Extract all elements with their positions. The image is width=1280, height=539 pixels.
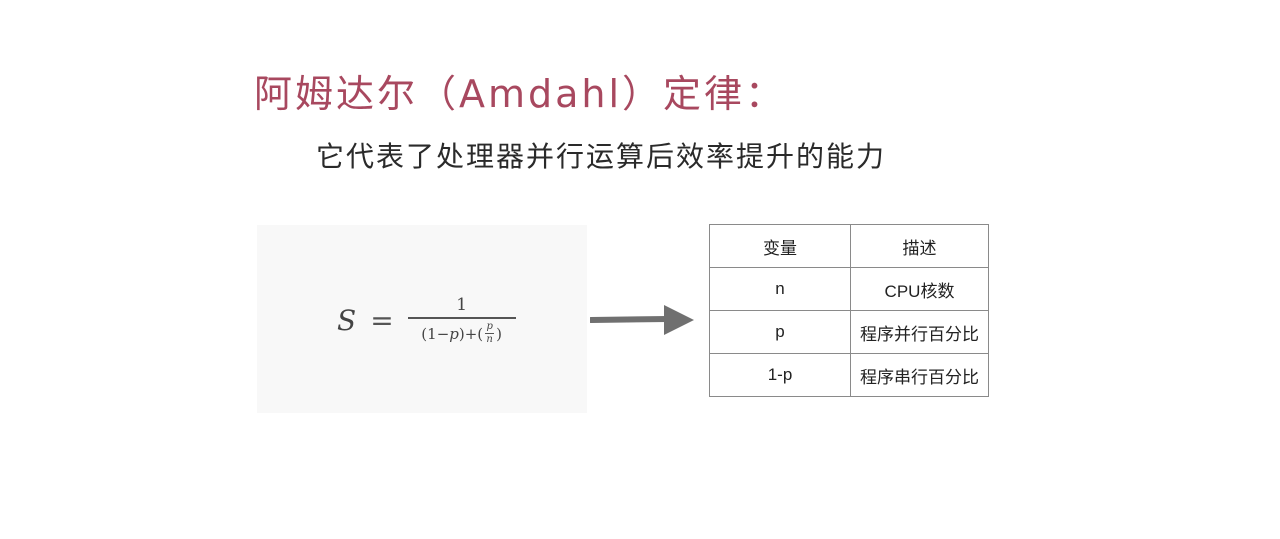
cell-variable: 1-p <box>709 353 851 397</box>
inner-numerator: p <box>486 321 493 332</box>
table-header-row: 变量 描述 <box>709 224 989 268</box>
amdahl-formula: S = 1 (1− p )+( p n ) <box>337 295 516 345</box>
inner-fraction: p n <box>485 321 495 345</box>
formula-fraction: 1 (1− p )+( p n ) <box>407 295 516 345</box>
formula-numerator: 1 <box>456 295 468 315</box>
cell-variable: n <box>709 267 851 311</box>
den-mid: )+( <box>458 324 484 343</box>
inner-denominator: n <box>486 334 493 345</box>
cell-description: CPU核数 <box>850 267 989 311</box>
cell-description: 程序并行百分比 <box>850 310 989 354</box>
header-variable: 变量 <box>709 224 851 268</box>
cell-description: 程序串行百分比 <box>850 353 989 397</box>
table-row: n CPU核数 <box>709 267 989 311</box>
formula-image: S = 1 (1− p )+( p n ) <box>257 225 587 413</box>
formula-lhs: S <box>337 303 357 337</box>
slide-title: 阿姆达尔（Amdahl）定律： <box>254 72 787 116</box>
fraction-bar <box>407 317 516 319</box>
den-close: ) <box>496 324 503 343</box>
table-row: p 程序并行百分比 <box>709 310 989 354</box>
formula-denominator: (1− p )+( p n ) <box>421 319 502 345</box>
cell-variable: p <box>709 310 851 354</box>
slide-subtitle: 它代表了处理器并行运算后效率提升的能力 <box>316 140 887 173</box>
formula-equals: = <box>370 303 394 337</box>
inner-fraction-bar <box>485 333 495 334</box>
variables-table: 变量 描述 n CPU核数 p 程序并行百分比 1-p 程序串行百分比 <box>709 224 989 397</box>
den-p: p <box>449 324 459 343</box>
arrow-right-icon <box>590 305 694 335</box>
header-description: 描述 <box>850 224 989 268</box>
table-row: 1-p 程序串行百分比 <box>709 353 989 397</box>
den-open: (1− <box>421 324 450 343</box>
